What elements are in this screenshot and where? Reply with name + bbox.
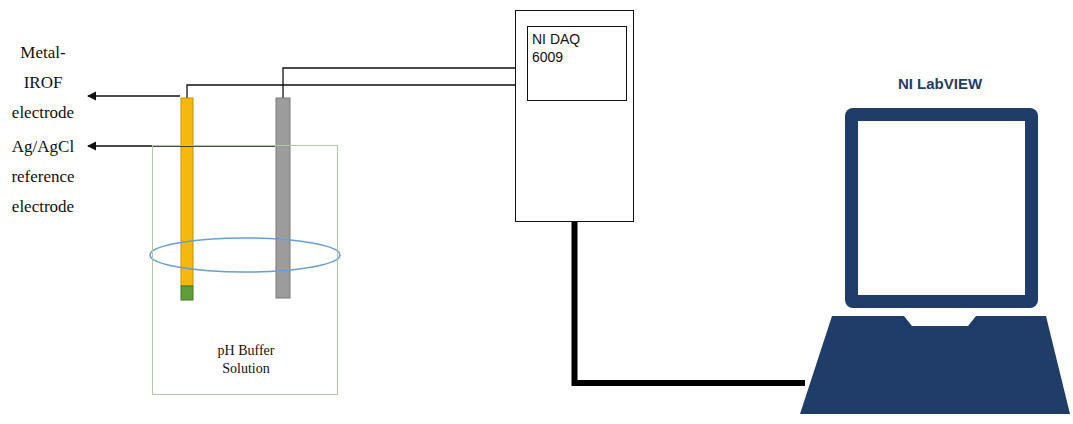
- laptop-base: [800, 316, 1070, 414]
- software-label: NI LabVIEW: [865, 74, 1015, 94]
- inner-panel: NI DAQ 6009: [527, 26, 627, 101]
- irof-film: [181, 286, 193, 300]
- reference-wire: [283, 68, 515, 98]
- electrode-label: Ag/AgCl reference electrode: [3, 132, 83, 222]
- laptop-touchpad-notch: [904, 316, 976, 326]
- solution-surface: [150, 238, 340, 272]
- beaker: pH Buffer Solution: [152, 145, 338, 395]
- laptop: NI LabVIEW: [805, 70, 1070, 420]
- electrode-label: Metal-IROF electrode: [3, 38, 83, 128]
- leader-arrow: [88, 95, 180, 96]
- solution-label: pH Buffer Solution: [211, 342, 281, 378]
- usb-cable: [575, 222, 806, 383]
- device-label: NI DAQ 6009: [532, 30, 594, 66]
- laptop-screen-frame: [845, 108, 1038, 308]
- laptop-screen: [858, 121, 1025, 295]
- metal-electrode: [181, 98, 193, 286]
- daq-box: NI DAQ 6009: [515, 10, 634, 222]
- signal-wire: [187, 85, 515, 98]
- reference-electrode: [276, 98, 290, 298]
